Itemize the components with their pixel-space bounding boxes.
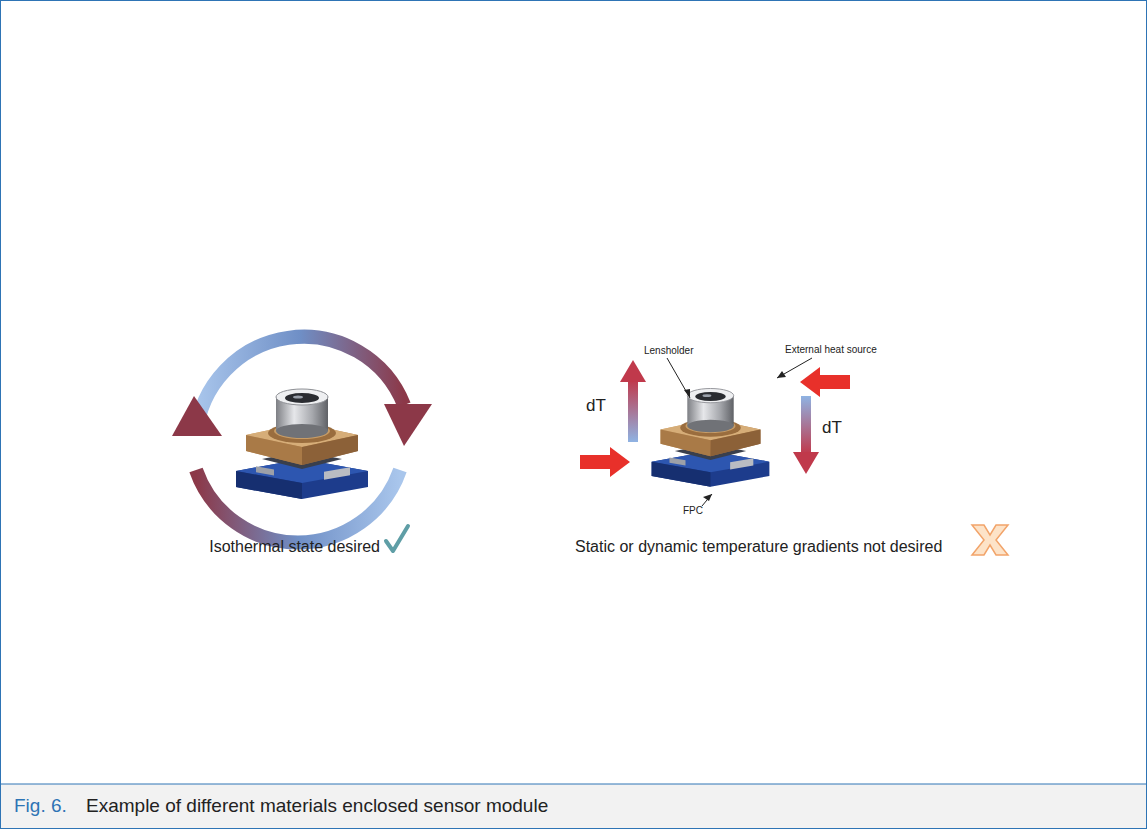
circulation-arrows [172,337,432,543]
part-name: External heat source [785,344,877,356]
leader-lines [667,358,812,506]
state-label: Static or dynamic temperature gradients … [575,538,942,556]
figure-number: Fig. 6. [14,795,67,817]
check-mark [386,526,408,551]
gradient-arrow-up [620,360,646,442]
sensor-module [652,388,770,486]
heat-arrow [800,367,850,397]
part-name: FPC [683,505,703,517]
sensor-module [236,389,368,499]
gradient-arrow-down [793,396,819,474]
state-label: Isothermal state desired [209,538,380,556]
cross-mark [972,525,1008,555]
gradient-label: dT [822,418,842,438]
figure-caption: Example of different materials enclosed … [86,795,548,817]
part-name: Lensholder [644,345,693,357]
heat-arrow [580,447,630,477]
gradient-label: dT [586,396,606,416]
caption-band [1,784,1146,828]
